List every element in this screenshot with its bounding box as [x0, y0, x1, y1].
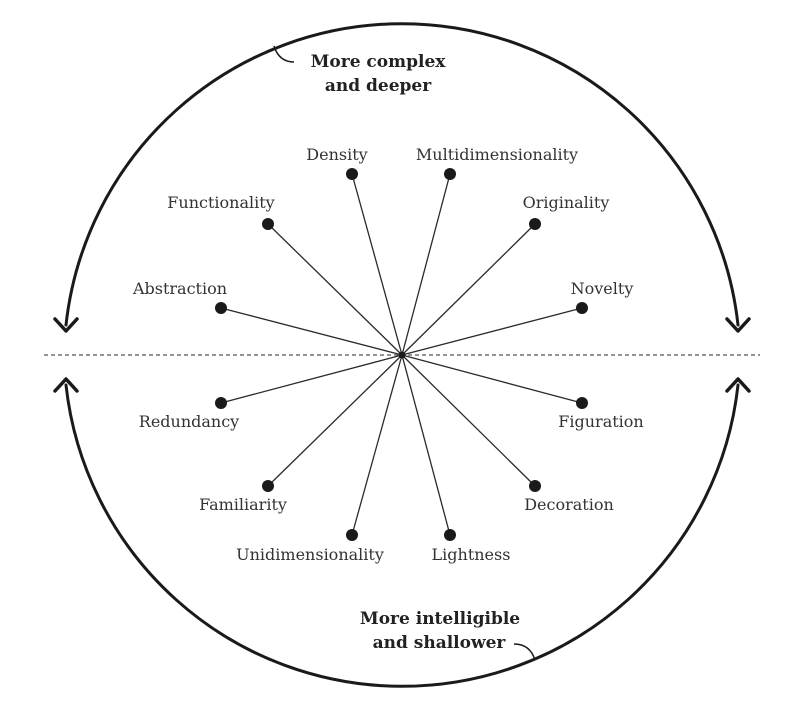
spoke-decoration [401, 354, 536, 487]
node-dot-redundancy [215, 397, 227, 409]
bottom-caption-leader [513, 643, 536, 661]
label-novelty: Novelty [571, 279, 634, 298]
node-dots-group [215, 168, 588, 541]
label-decoration: Decoration [524, 495, 614, 514]
bottom-right-arrowhead-icon [725, 377, 751, 393]
spoke-lightness [401, 354, 451, 536]
bottom-left-arrowhead-icon [53, 377, 79, 393]
top-caption-line-1: More complex [311, 52, 447, 72]
label-multidimensionality: Multidimensionality [416, 145, 578, 164]
spoke-novelty [401, 307, 583, 356]
spoke-redundancy [220, 354, 403, 404]
bottom-caption-line-2: and shallower [373, 633, 507, 653]
label-lightness: Lightness [432, 545, 511, 564]
label-functionality: Functionality [167, 193, 274, 212]
bottom-caption-line-1: More intelligible [360, 609, 520, 629]
node-dot-figuration [576, 397, 588, 409]
top-caption-leader [273, 45, 295, 63]
node-dot-abstraction [215, 302, 227, 314]
label-familiarity: Familiarity [199, 495, 287, 514]
bottom-arc [64, 383, 740, 688]
node-dot-originality [529, 218, 541, 230]
spoke-functionality [267, 223, 403, 356]
node-dot-multidimensionality [444, 168, 456, 180]
node-labels-group: Density Multidimensionality Originality … [132, 145, 644, 564]
label-originality: Originality [523, 193, 610, 212]
spoke-familiarity [267, 354, 403, 487]
spoke-figuration [401, 354, 583, 404]
node-dot-lightness [444, 529, 456, 541]
label-unidimensionality: Unidimensionality [236, 545, 384, 564]
top-caption-line-2: and deeper [325, 76, 432, 96]
node-dot-familiarity [262, 480, 274, 492]
node-dot-unidimensionality [346, 529, 358, 541]
top-right-arrowhead-icon [725, 317, 751, 333]
label-redundancy: Redundancy [139, 412, 239, 431]
label-abstraction: Abstraction [132, 279, 227, 298]
spoke-abstraction [220, 307, 403, 356]
spoke-unidimensionality [351, 354, 403, 536]
top-arc [64, 22, 740, 327]
node-dot-novelty [576, 302, 588, 314]
center-hub [398, 351, 406, 359]
node-dot-decoration [529, 480, 541, 492]
label-figuration: Figuration [558, 412, 643, 431]
spoke-multidimensionality [401, 173, 451, 356]
spokes-group [220, 173, 583, 536]
node-dot-functionality [262, 218, 274, 230]
label-density: Density [306, 145, 367, 164]
spoke-originality [401, 223, 536, 356]
top-left-arrowhead-icon [53, 317, 79, 333]
node-dot-density [346, 168, 358, 180]
spoke-density [351, 173, 403, 356]
